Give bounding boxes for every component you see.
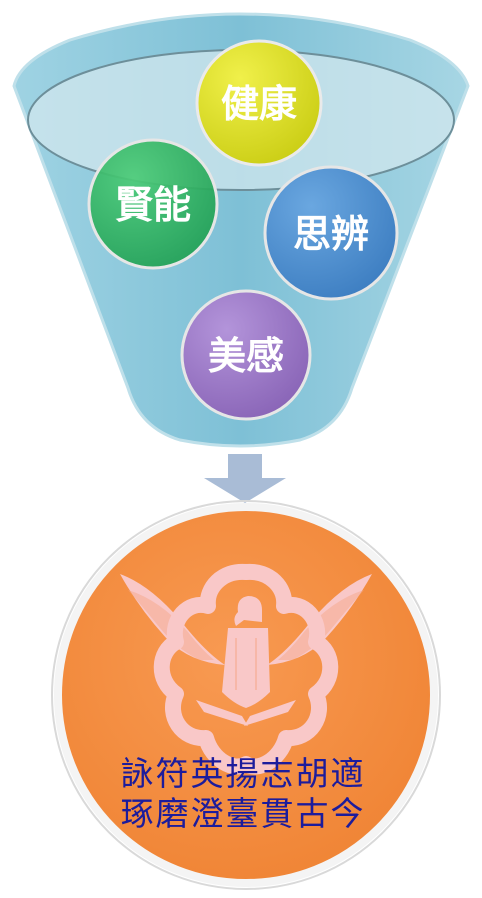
- quality-bubble-health: 健康: [195, 39, 323, 167]
- quality-label-virtue: 賢能: [115, 183, 191, 227]
- motto-line-2: 琢磨澄臺貫古今: [120, 794, 366, 833]
- quality-bubble-reasoning: 思辨: [263, 165, 399, 301]
- quality-label-aesthetics: 美感: [208, 334, 284, 378]
- school-emblem-icon: [120, 563, 372, 775]
- quality-label-reasoning: 思辨: [293, 212, 369, 256]
- quality-bubble-aesthetics: 美感: [180, 289, 312, 421]
- down-arrow-icon: [204, 454, 286, 503]
- quality-bubble-virtue: 賢能: [87, 138, 219, 270]
- motto-line-1: 詠符英揚志胡適: [120, 754, 366, 793]
- quality-label-health: 健康: [221, 82, 297, 126]
